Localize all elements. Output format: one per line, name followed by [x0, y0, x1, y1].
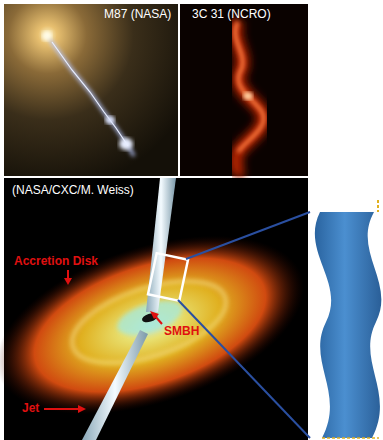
panel-caption: M87 (NASA) — [104, 8, 171, 22]
part-label: Accretion Disk — [14, 255, 98, 269]
credit-caption: (NASA/CXC/M. Weiss) — [12, 184, 134, 198]
part-label: SMBH — [164, 325, 199, 339]
panel-caption: 3C 31 (NCRO) — [192, 8, 271, 22]
part-label: Jet — [22, 402, 39, 416]
